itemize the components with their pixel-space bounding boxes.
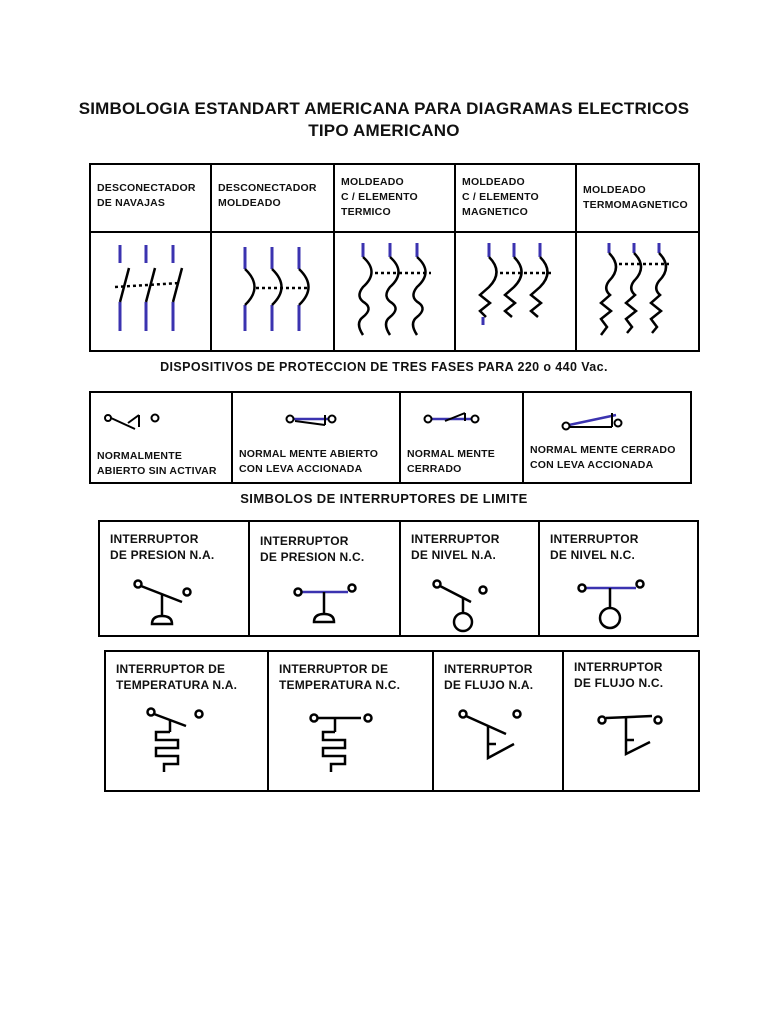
level-switch-no-icon (432, 579, 488, 633)
cell-molded-disconnect: DESCONECTADOR MOLDEADO (212, 165, 335, 350)
protection-devices-table: DESCONECTADOR DE NAVAJAS DESCONECTADOR M… (89, 163, 700, 352)
cell-label: INTERRUPTOR DE FLUJO N.C. (574, 660, 664, 690)
cell-temperature-switch-nc: INTERRUPTOR DE TEMPERATURA N.C. (269, 652, 434, 790)
cell-flow-switch-no: INTERRUPTOR DE FLUJO N.A. (434, 652, 564, 790)
cell-thermal-breaker: MOLDEADO C / ELEMENTO TERMICO (335, 165, 456, 350)
cell-pressure-switch-no: INTERRUPTOR DE PRESION N.A. (100, 522, 250, 635)
page-title-line1: SIMBOLOGIA ESTANDART AMERICANA PARA DIAG… (78, 99, 690, 118)
cell-limit-nc-held-open: NORMAL MENTE CERRADO CON LEVA ACCIONADA (524, 393, 690, 482)
protection-devices-caption: DISPOSITIVOS DE PROTECCION DE TRES FASES… (160, 360, 608, 374)
cell-label: INTERRUPTOR DE TEMPERATURA N.A. (116, 662, 238, 692)
thermomagnetic-breaker-icon (599, 243, 669, 336)
pressure-switch-nc-icon (293, 583, 357, 624)
cell-label: MOLDEADO C / ELEMENTO MAGNETICO (462, 176, 539, 218)
page-title-line2: TIPO AMERICANO (308, 121, 460, 140)
cell-pressure-switch-nc: INTERRUPTOR DE PRESION N.C. (250, 522, 401, 635)
cell-temperature-switch-no: INTERRUPTOR DE TEMPERATURA N.A. (106, 652, 269, 790)
cell-label: INTERRUPTOR DE TEMPERATURA N.C. (279, 662, 401, 692)
cell-level-switch-no: INTERRUPTOR DE NIVEL N.A. (401, 522, 540, 635)
cell-label: DESCONECTADOR DE NAVAJAS (97, 182, 196, 209)
cell-label: DESCONECTADOR MOLDEADO (218, 182, 317, 209)
cell-label: INTERRUPTOR DE PRESION N.A. (110, 532, 215, 562)
cell-label: INTERRUPTOR DE FLUJO N.A. (444, 662, 534, 692)
temperature-flow-switches-table: INTERRUPTOR DE TEMPERATURA N.A. INTERRUP… (104, 650, 700, 792)
cell-label: MOLDEADO C / ELEMENTO TERMICO (341, 176, 418, 218)
cell-label: INTERRUPTOR DE PRESION N.C. (260, 534, 365, 564)
limit-nc-held-open-icon (561, 413, 623, 431)
limit-switches-table: NORMALMENTE ABIERTO SIN ACTIVAR NORMAL M… (89, 391, 692, 484)
temperature-switch-no-icon (146, 707, 204, 772)
cell-level-switch-nc: INTERRUPTOR DE NIVEL N.C. (540, 522, 697, 635)
cell-magnetic-breaker: MOLDEADO C / ELEMENTO MAGNETICO (456, 165, 577, 350)
knife-disconnect-icon (114, 245, 184, 331)
table-divider (91, 231, 698, 233)
flow-switch-nc-icon (597, 714, 663, 757)
thermal-breaker-icon (357, 243, 431, 336)
flow-switch-no-icon (458, 709, 522, 761)
cell-knife-disconnect: DESCONECTADOR DE NAVAJAS (91, 165, 212, 350)
temperature-switch-nc-icon (309, 713, 373, 772)
cell-label: NORMAL MENTE ABIERTO CON LEVA ACCIONADA (239, 448, 379, 475)
level-switch-nc-icon (577, 579, 645, 630)
limit-no-icon (104, 413, 160, 430)
cell-label: NORMAL MENTE CERRADO (407, 448, 495, 475)
magnetic-breaker-icon (478, 243, 554, 325)
cell-limit-no-held-closed: NORMAL MENTE ABIERTO CON LEVA ACCIONADA (233, 393, 401, 482)
limit-switches-caption: SIMBOLOS DE INTERRUPTORES DE LIMITE (240, 491, 528, 506)
molded-disconnect-icon (243, 247, 310, 331)
cell-label: NORMAL MENTE CERRADO CON LEVA ACCIONADA (530, 444, 676, 471)
pressure-level-switches-table: INTERRUPTOR DE PRESION N.A. INTERRUPTOR … (98, 520, 699, 637)
cell-flow-switch-nc: INTERRUPTOR DE FLUJO N.C. (564, 652, 698, 790)
cell-label: MOLDEADO TERMOMAGNETICO (583, 184, 688, 211)
cell-limit-nc: NORMAL MENTE CERRADO (401, 393, 524, 482)
cell-label: INTERRUPTOR DE NIVEL N.A. (411, 532, 500, 562)
cell-limit-no: NORMALMENTE ABIERTO SIN ACTIVAR (91, 393, 233, 482)
limit-no-held-closed-icon (285, 414, 337, 426)
cell-label: NORMALMENTE ABIERTO SIN ACTIVAR (97, 450, 217, 477)
cell-thermomagnetic-breaker: MOLDEADO TERMOMAGNETICO (577, 165, 698, 350)
pressure-switch-no-icon (133, 579, 192, 626)
limit-nc-icon (423, 412, 480, 424)
cell-label: INTERRUPTOR DE NIVEL N.C. (550, 532, 639, 562)
